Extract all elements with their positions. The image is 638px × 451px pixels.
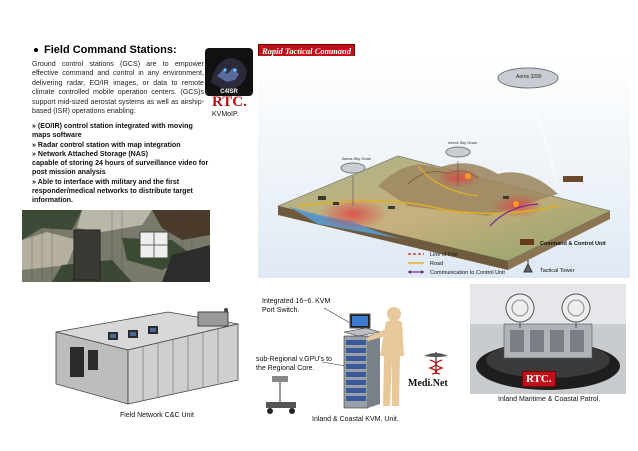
bullet-icon: [34, 48, 38, 53]
hovercraft-illustration: [470, 284, 626, 394]
heading-text: Field Command Stations:: [44, 44, 177, 56]
legend-fire: Line of Fire: [430, 252, 458, 258]
field-network-caption: Field Network C&C Unit: [120, 412, 194, 419]
container-cutaway-illustration: [55, 308, 239, 405]
aerostat-small-label: Aeros Sky Grow: [342, 156, 371, 161]
tactical-diagram: Aeros 3290 Aeros Sky Grow Aeros Sky Grow…: [258, 56, 630, 278]
legend-comm: Communication to Control Unit: [430, 270, 505, 276]
kvm-unit-caption: Inland & Coastal KVM. Unit.: [312, 416, 399, 423]
rtc-badge: RTC.: [522, 371, 556, 387]
tactical-tower-swatch: [523, 260, 533, 273]
kvm-switch-label: Integrated 16~6. KVM Port Switch.: [262, 298, 331, 314]
aerostat-large-label: Aeros 3290: [516, 74, 542, 80]
capability-item: capable of storing 24 hours of surveilla…: [32, 159, 209, 177]
aerostat-small-label: Aeros Sky Grow: [448, 140, 477, 145]
legend-ccu: Command & Control Unit: [540, 241, 606, 247]
logo-subtitle: KVMoIP.: [212, 111, 239, 118]
medinet-logo: Medi.Net: [408, 378, 448, 389]
intro-paragraph: Ground control stations (GCS) are to emp…: [32, 60, 204, 116]
logo-name: RTC.: [212, 94, 247, 110]
capability-item: » (EO/IR) control station integrated wit…: [32, 122, 193, 140]
panther-logo: C4ISR: [205, 48, 253, 96]
capability-item: » Radar control station with map integra…: [32, 140, 181, 149]
legend-tower: Tactical Tower: [540, 268, 575, 274]
legend-road: Road: [430, 261, 443, 267]
section-heading: Field Command Stations:: [34, 44, 177, 56]
capability-item: » Able to interface with military and th…: [32, 177, 193, 205]
caduceus-icon: [424, 352, 448, 375]
command-unit-swatch: [520, 239, 534, 245]
capability-item: » Network Attached Storage (NAS): [32, 149, 149, 158]
gpu-label: sub-Regional v.GPU's to the Regional Cor…: [256, 356, 332, 372]
kvm-unit-illustration: [266, 307, 404, 414]
camouflage-container-photo: [22, 210, 210, 282]
logo-badge: C4ISR: [220, 89, 238, 95]
maritime-patrol-caption: Inland Maritime & Coastal Patrol.: [498, 396, 601, 403]
capability-list: » (EO/IR) control station integrated wit…: [32, 122, 212, 206]
